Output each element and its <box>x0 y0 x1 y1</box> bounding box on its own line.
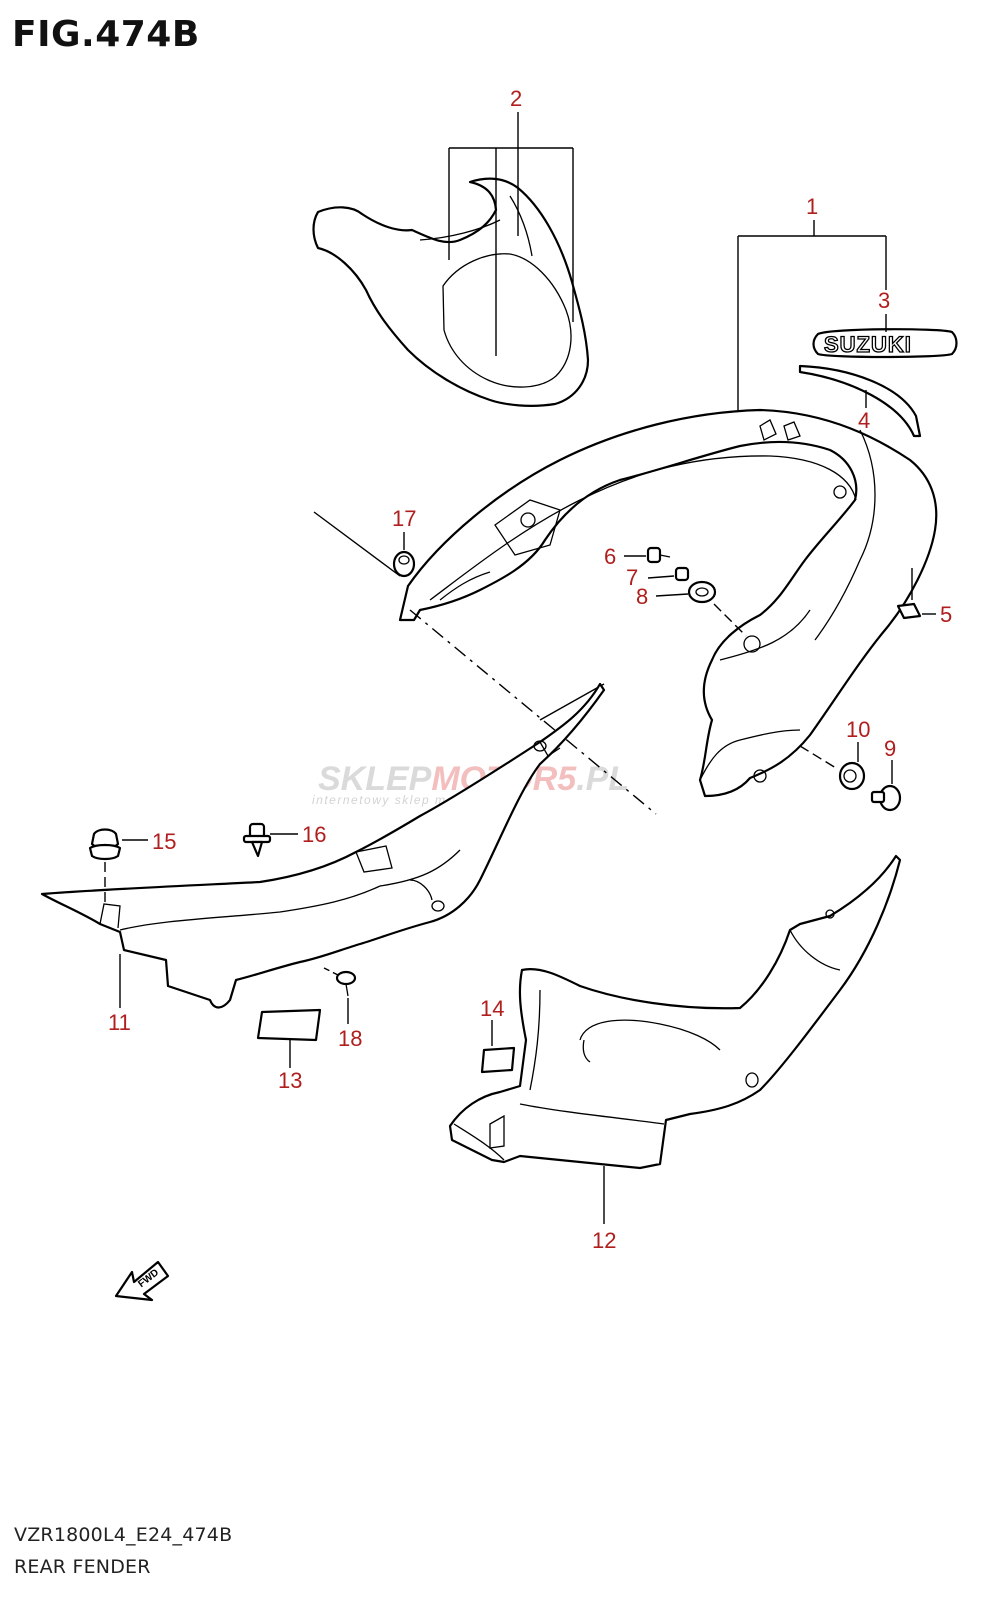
part-12-side-cover <box>448 854 902 1170</box>
fwd-arrow-icon: FWD <box>114 1260 170 1302</box>
callout-17: 17 <box>392 506 416 531</box>
callout-8: 8 <box>636 584 648 609</box>
watermark-brand-3: R5 <box>533 760 578 798</box>
emblem-text: SUZUKI <box>824 332 912 357</box>
part-11-side-cover <box>40 682 606 1009</box>
callout-14: 14 <box>480 996 504 1021</box>
callout-13: 13 <box>278 1068 302 1093</box>
svg-text:SKLEPMOTOR5.PL: SKLEPMOTOR5.PL <box>318 760 629 798</box>
part-6-bolt <box>646 546 671 564</box>
callout-6: 6 <box>604 544 616 569</box>
callout-16: 16 <box>302 822 326 847</box>
model-code: VZR1800L4_E24_474B <box>14 1524 233 1546</box>
section-name: REAR FENDER <box>14 1556 151 1578</box>
part-14-pad <box>480 1046 516 1074</box>
assembly-centerline <box>409 609 657 815</box>
part-4-strip <box>798 364 922 438</box>
callout-11: 11 <box>108 1010 131 1035</box>
callout-1: 1 <box>806 194 818 219</box>
callout-18: 18 <box>338 1026 362 1051</box>
leader-1 <box>737 220 887 412</box>
part-7-collar <box>674 566 690 582</box>
leader-2 <box>448 112 574 356</box>
figure-title: FIG.474B <box>12 14 200 55</box>
callout-5: 5 <box>940 602 952 627</box>
part-13-pad <box>256 1008 322 1042</box>
part-1-rear-fender <box>398 408 938 798</box>
callout-2: 2 <box>510 86 522 111</box>
part-17-grommet <box>392 550 416 578</box>
part-8-grommet <box>687 580 717 604</box>
part-15-grommet <box>88 828 122 861</box>
watermark-brand-4: .PL <box>576 760 629 798</box>
part-10-grommet <box>838 761 866 791</box>
part-9-screw <box>870 784 902 812</box>
part-2-cover <box>312 177 590 407</box>
part-16-clip <box>242 822 272 858</box>
part-5-clip <box>896 602 922 620</box>
callout-10: 10 <box>846 717 870 742</box>
callout-4: 4 <box>858 408 870 433</box>
part-18-screw <box>335 970 357 997</box>
callout-3: 3 <box>878 288 890 313</box>
callout-15: 15 <box>152 829 176 854</box>
part-3-emblem: SUZUKI <box>812 328 958 359</box>
callout-9: 9 <box>884 736 896 761</box>
callout-7: 7 <box>626 565 638 590</box>
watermark-brand-1: SKLEP <box>318 760 432 798</box>
callout-12: 12 <box>592 1228 616 1253</box>
